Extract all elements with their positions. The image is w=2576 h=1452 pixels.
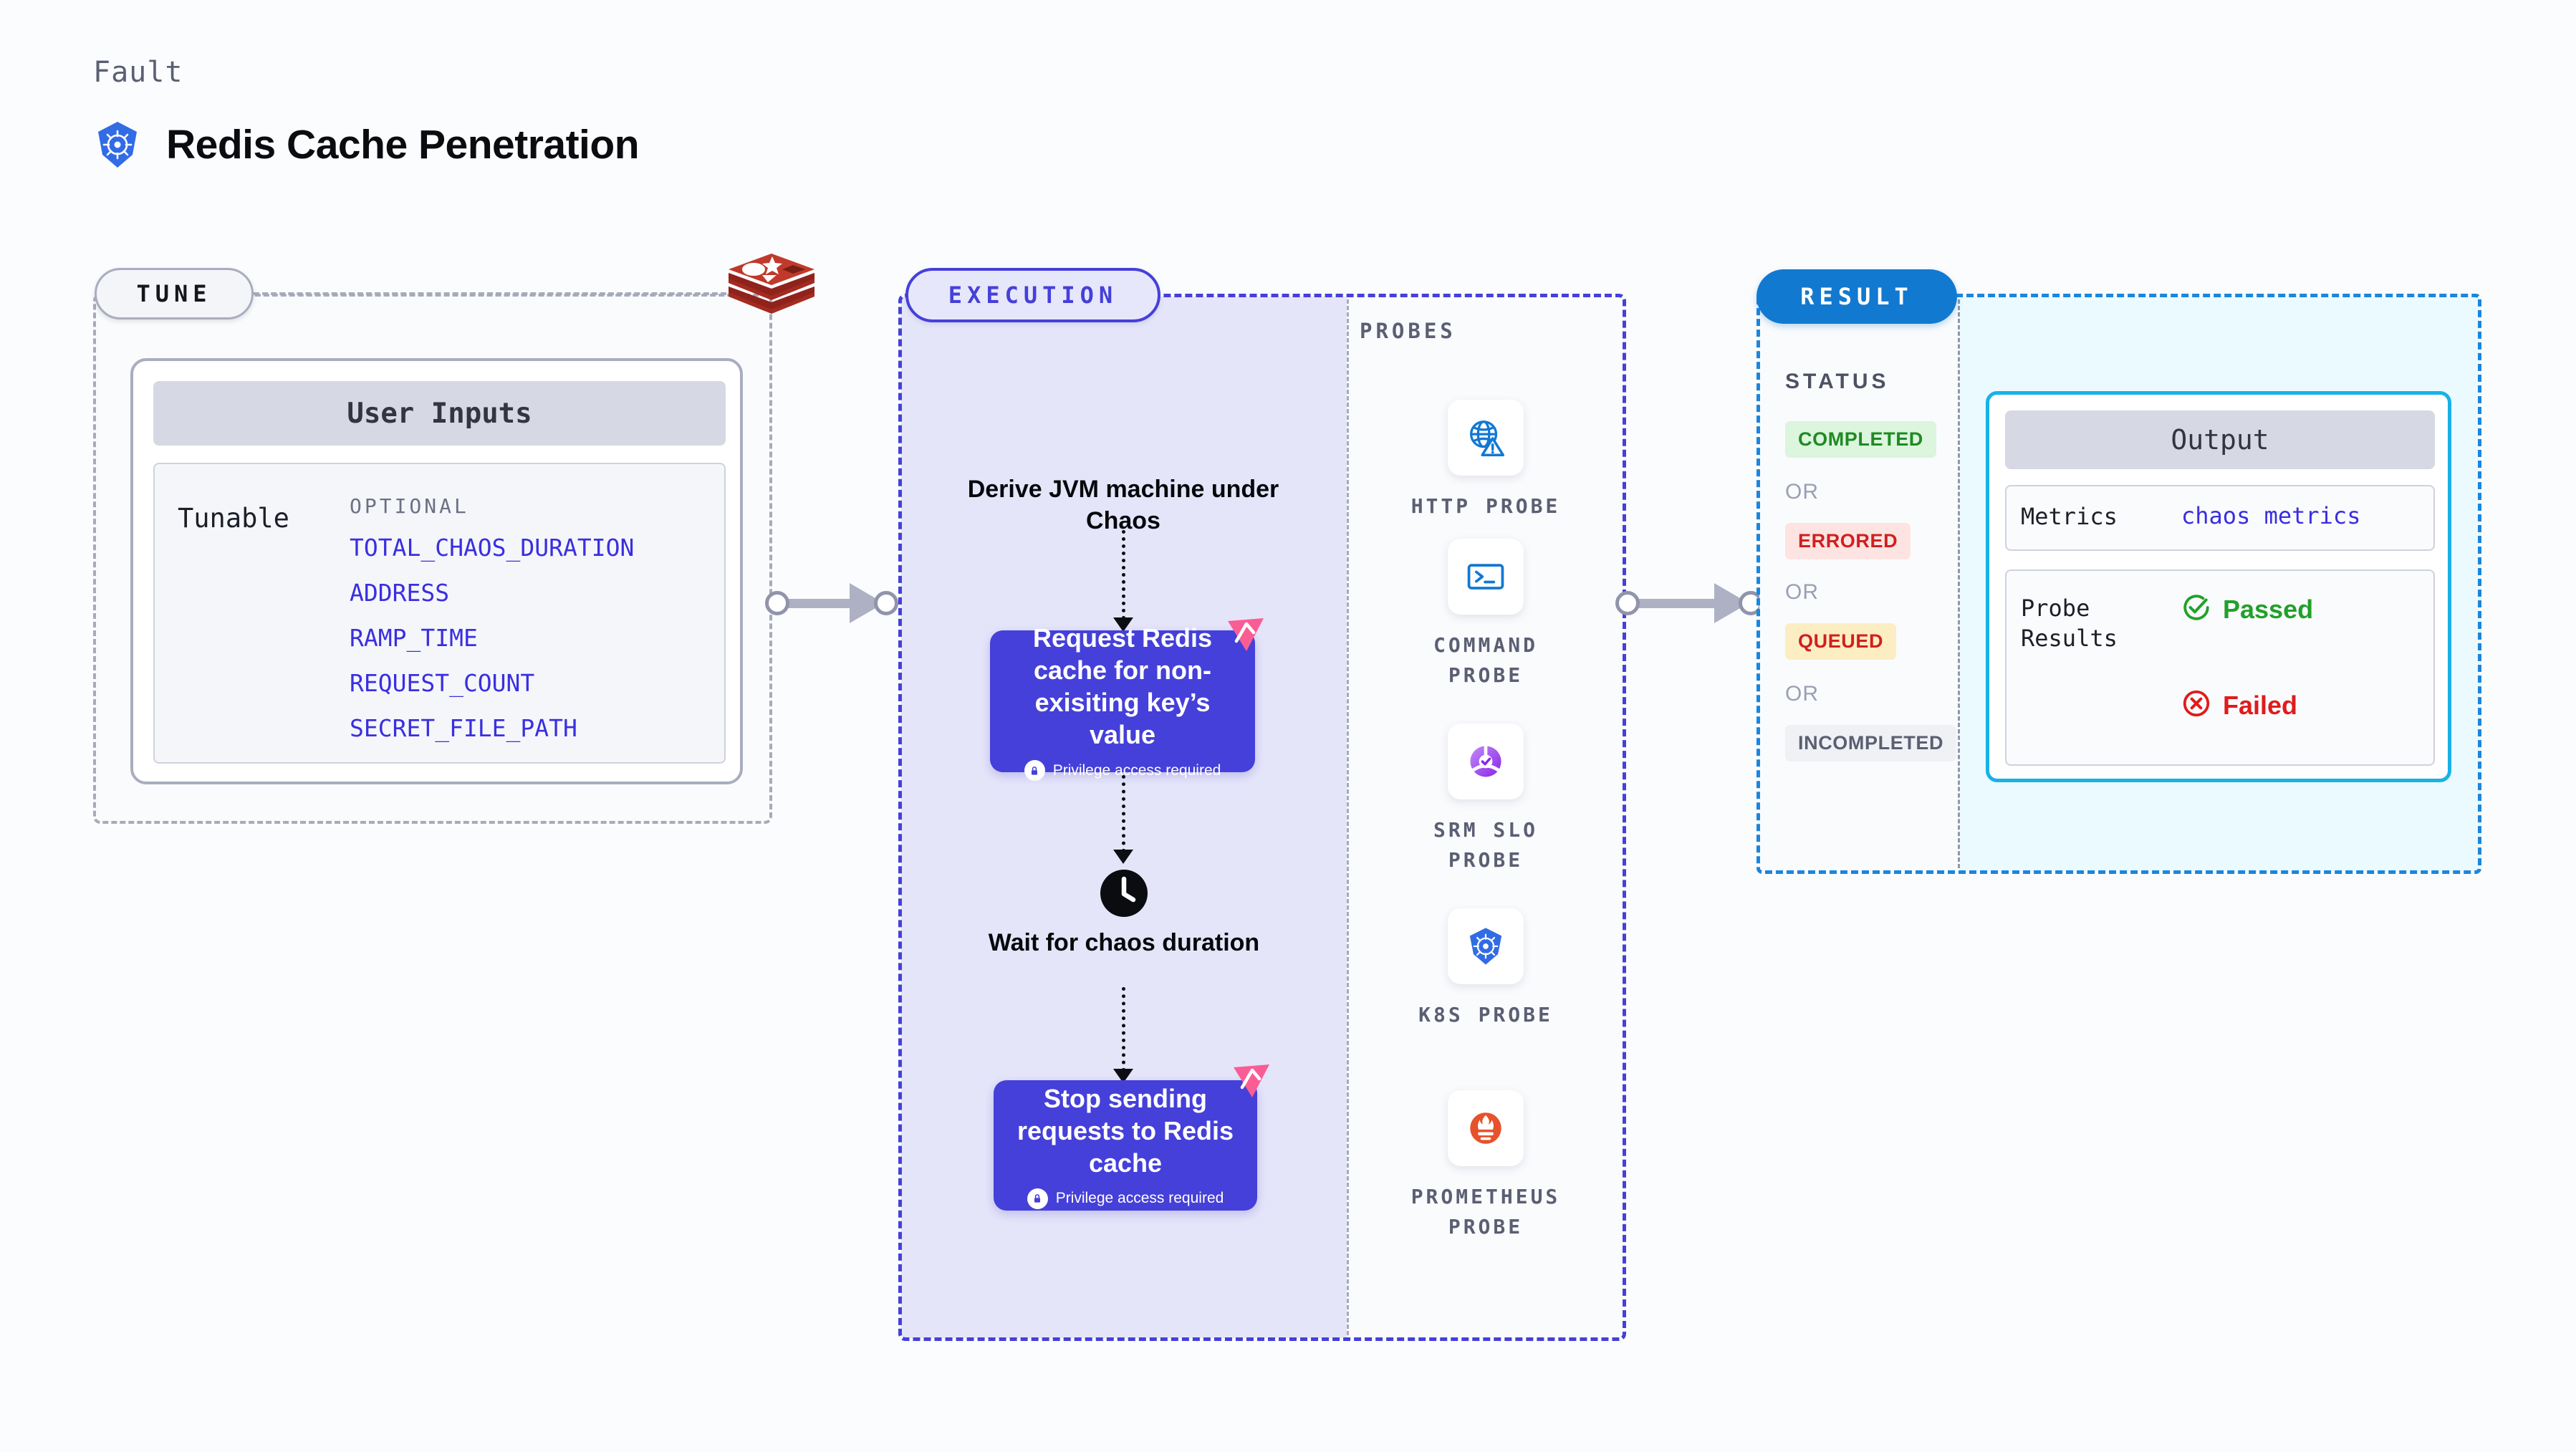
terminal-icon <box>1448 539 1524 615</box>
action-label: Stop sending requests to Redis cache <box>1017 1083 1234 1178</box>
metrics-value-link[interactable]: chaos metrics <box>2181 502 2361 529</box>
connector-dot-left <box>1615 591 1640 615</box>
probe-label: SRM SLO PROBE <box>1433 818 1538 872</box>
page-title: Redis Cache Penetration <box>166 122 640 168</box>
stage-badge-result[interactable]: RESULT <box>1756 269 1957 324</box>
action-label: Request Redis cache for non-exisiting ke… <box>1032 623 1213 749</box>
probes-divider <box>1347 299 1349 1335</box>
tunable-label: Tunable <box>178 503 289 534</box>
execution-zone <box>898 294 1626 1341</box>
flow-connector-1 <box>1122 530 1125 620</box>
connector-dot-left <box>765 591 789 615</box>
output-row-metrics <box>2005 485 2435 551</box>
probe-label: HTTP PROBE <box>1410 494 1561 518</box>
result-zone <box>1756 294 2481 874</box>
probe-k8s[interactable]: K8S PROBE <box>1348 908 1623 1030</box>
kubernetes-icon <box>1448 908 1524 984</box>
probe-label: PROMETHEUS PROBE <box>1410 1185 1561 1239</box>
kubernetes-icon <box>93 120 142 169</box>
probe-verdict-passed: Passed <box>2181 592 2313 626</box>
srm-slo-icon <box>1448 723 1524 799</box>
param-secret-file-path[interactable]: SECRET_FILE_PATH <box>350 714 577 742</box>
globe-warning-icon <box>1448 400 1524 476</box>
x-circle-icon <box>2181 688 2211 722</box>
redis-logo <box>725 249 818 330</box>
action-request-redis-cache[interactable]: Request Redis cache for non-exisiting ke… <box>990 623 1255 781</box>
privilege-note: Privilege access required <box>1027 1188 1224 1209</box>
param-ramp-time[interactable]: RAMP_TIME <box>350 624 478 652</box>
output-title: Output <box>2005 410 2435 469</box>
status-badge-completed: COMPLETED <box>1785 421 1936 458</box>
passed-label: Passed <box>2223 594 2314 624</box>
user-inputs-title: User Inputs <box>153 381 726 446</box>
probe-label: K8S PROBE <box>1418 1003 1553 1027</box>
param-address[interactable]: ADDRESS <box>350 579 450 607</box>
probe-label: COMMAND PROBE <box>1433 633 1538 687</box>
probe-prometheus[interactable]: PROMETHEUS PROBE <box>1348 1090 1623 1242</box>
page-kicker: Fault <box>93 56 183 89</box>
privilege-note: Privilege access required <box>1024 760 1221 781</box>
flow-arrowtip-2 <box>1113 850 1133 864</box>
metrics-key: Metrics <box>2021 503 2118 530</box>
status-or-1: OR <box>1785 480 1819 504</box>
probe-verdict-failed: Failed <box>2181 688 2297 722</box>
check-circle-icon <box>2181 592 2211 626</box>
litmus-chaos-icon <box>1225 617 1267 654</box>
probe-http[interactable]: HTTP PROBE <box>1348 400 1623 521</box>
status-output-divider <box>1958 299 1960 868</box>
connector-dot-right <box>874 591 898 615</box>
flow-arrowtip-1 <box>1113 617 1133 632</box>
user-inputs-card: User Inputs Tunable OPTIONAL TOTAL_CHAOS… <box>130 358 743 784</box>
output-row-probe-results <box>2005 569 2435 766</box>
output-card: Output Metrics chaos metrics Probe Resul… <box>1986 391 2451 782</box>
status-or-2: OR <box>1785 580 1819 604</box>
status-badge-incompleted: INCOMPLETED <box>1785 725 1957 761</box>
page-title-row: Redis Cache Penetration <box>93 120 640 169</box>
param-request-count[interactable]: REQUEST_COUNT <box>350 669 535 697</box>
flow-connector-2 <box>1122 775 1125 852</box>
clock-icon <box>1099 868 1149 918</box>
probe-srm-slo[interactable]: SRM SLO PROBE <box>1348 723 1623 875</box>
prometheus-icon <box>1448 1090 1524 1166</box>
action-stop-sending-requests[interactable]: Stop sending requests to Redis cache Pri… <box>994 1080 1257 1211</box>
user-inputs-body: Tunable OPTIONAL TOTAL_CHAOS_DURATION AD… <box>153 463 726 764</box>
connector-line <box>1631 599 1737 608</box>
flow-step-derive-jvm: Derive JVM machine under Chaos <box>967 476 1279 534</box>
param-total-chaos-duration[interactable]: TOTAL_CHAOS_DURATION <box>350 534 635 562</box>
status-badge-queued: QUEUED <box>1785 623 1897 660</box>
flow-step-wait-for-chaos: Wait for chaos duration <box>988 929 1260 956</box>
flow-connector-3 <box>1122 987 1125 1072</box>
lock-icon <box>1024 760 1045 781</box>
connector-execution-to-result <box>1615 583 1773 623</box>
optional-params-column: OPTIONAL TOTAL_CHAOS_DURATION ADDRESS RA… <box>350 494 634 759</box>
litmus-chaos-icon <box>1231 1063 1272 1100</box>
status-or-3: OR <box>1785 682 1819 706</box>
flow-arrowtip-3 <box>1113 1069 1133 1083</box>
failed-label: Failed <box>2223 690 2298 720</box>
privilege-text: Privilege access required <box>1055 1190 1224 1206</box>
tune-redis-connector <box>254 292 726 295</box>
probe-command[interactable]: COMMAND PROBE <box>1348 539 1623 691</box>
probes-heading: PROBES <box>1360 319 1456 343</box>
optional-heading: OPTIONAL <box>350 494 469 518</box>
stage-badge-execution[interactable]: EXECUTION <box>905 268 1160 322</box>
stage-badge-tune[interactable]: TUNE <box>95 268 254 319</box>
status-column-background <box>1759 297 1959 871</box>
privilege-text: Privilege access required <box>1052 761 1221 779</box>
probe-results-key: Probe Results <box>2021 595 2118 652</box>
lock-icon <box>1027 1188 1048 1209</box>
status-badge-errored: ERRORED <box>1785 523 1911 559</box>
connector-tune-to-execution <box>765 583 908 623</box>
status-heading: STATUS <box>1785 370 1890 393</box>
